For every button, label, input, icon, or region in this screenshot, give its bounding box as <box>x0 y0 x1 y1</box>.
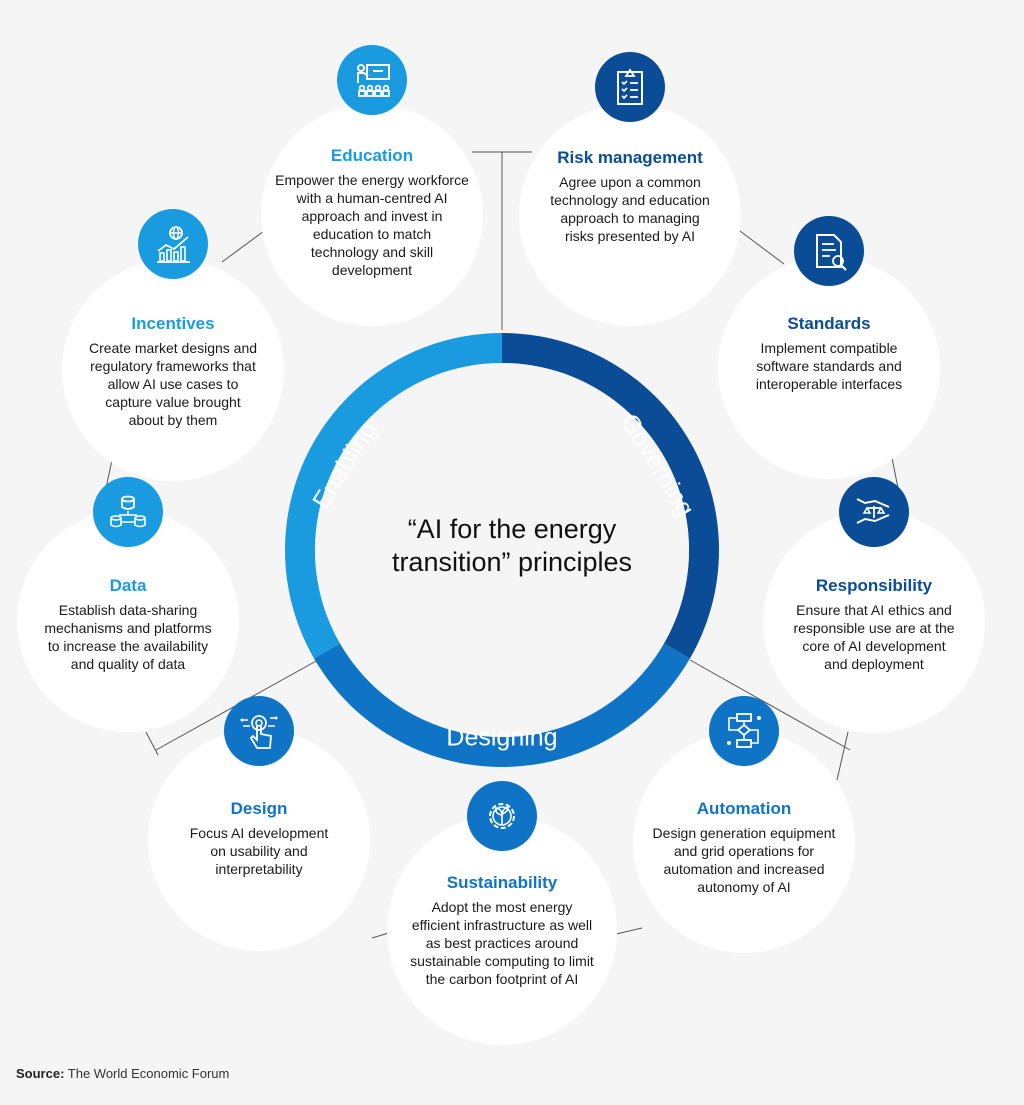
gear-leaf-icon <box>467 781 537 851</box>
card-description-line: responsible use are at the <box>793 620 955 636</box>
card-description-line: approach to managing <box>560 210 700 226</box>
card-description-education: Empower the energy workforce with a human… <box>271 171 473 279</box>
card-description-line: the carbon footprint of AI <box>425 971 579 987</box>
card-description-line: Adopt the most energy <box>431 899 573 915</box>
teacher-board-icon <box>337 45 407 115</box>
card-description-responsibility: Ensure that AI ethics and responsible use… <box>773 601 975 673</box>
card-title-automation: Automation <box>696 799 792 818</box>
connector-line <box>836 731 849 781</box>
card-description-line: as best practices around <box>425 935 579 951</box>
card-description-line: to increase the availability <box>47 638 209 654</box>
ring-label-designing: Designing <box>446 724 557 752</box>
card-description-line: Ensure that AI ethics and <box>796 602 952 618</box>
card-description-data: Establish data-sharing mechanisms and pla… <box>27 601 229 673</box>
card-description-line: and deployment <box>824 656 924 672</box>
source-text: The World Economic Forum <box>64 1066 230 1081</box>
card-description-automation: Design generation equipment and grid oper… <box>643 824 845 896</box>
connector-line <box>611 927 643 936</box>
ring-segment-enabling <box>285 333 502 659</box>
card-description-risk: Agree upon a common technology and educat… <box>529 173 731 245</box>
touch-circuit-icon <box>224 696 294 766</box>
card-title-education: Education <box>330 146 414 165</box>
card-description-line: Create market designs and <box>88 340 258 356</box>
card-description-line: technology and education <box>550 192 710 208</box>
globe-chart-icon <box>138 209 208 279</box>
card-description-line: Establish data-sharing <box>58 602 198 618</box>
card-description-line: efficient infrastructure as well <box>411 917 593 933</box>
card-title-standards: Standards <box>787 314 871 333</box>
center-title: “AI for the energy transition” principle… <box>362 513 662 579</box>
card-title-responsibility: Responsibility <box>815 576 933 595</box>
ring-segment-governing <box>502 333 719 659</box>
card-title-incentives: Incentives <box>131 314 215 333</box>
connector-line <box>891 457 899 489</box>
card-title-sustainability: Sustainability <box>446 873 558 892</box>
center-title-line-1: “AI for the energy <box>407 514 617 544</box>
card-title-design: Design <box>230 799 288 818</box>
connector-line <box>221 227 269 263</box>
card-description-line: allow AI use cases to <box>107 376 239 392</box>
card-description-standards: Implement compatible software standards a… <box>728 339 930 393</box>
card-description-line: Empower the energy workforce <box>275 172 469 188</box>
connector-line <box>735 227 785 265</box>
card-description-line: development <box>331 262 413 278</box>
center-title-line-2: transition” principles <box>391 547 633 577</box>
card-description-line: Design generation equipment <box>652 825 836 841</box>
card-description-line: automation and increased <box>663 861 825 877</box>
document-check-icon <box>794 216 864 286</box>
source-note: Source: The World Economic Forum <box>16 1066 229 1081</box>
ring-inner-circle <box>315 363 689 737</box>
card-description-incentives: Create market designs and regulatory fram… <box>72 339 274 429</box>
card-description-line: interoperable interfaces <box>755 376 903 392</box>
connector-line <box>689 659 851 751</box>
card-description-line: Focus AI development <box>189 825 329 841</box>
card-description-line: education to match <box>312 226 432 242</box>
card-description-design: Focus AI development on usability and inte… <box>158 824 360 878</box>
hand-scales-icon <box>839 477 909 547</box>
ring-segment-designing <box>314 643 690 767</box>
card-title-data: Data <box>109 576 147 595</box>
card-description-line: regulatory frameworks that <box>90 358 256 374</box>
card-description-line: autonomy of AI <box>697 879 791 895</box>
card-description-sustainability: Adopt the most energy efficient infrastru… <box>397 898 607 988</box>
card-description-line: about by them <box>128 412 218 428</box>
card-description-line: technology and skill <box>310 244 434 260</box>
flowchart-icon <box>709 696 779 766</box>
card-description-line: with a human-centred AI <box>296 190 448 206</box>
card-description-line: core of AI development <box>802 638 946 654</box>
card-description-line: and grid operations for <box>673 843 815 859</box>
card-description-line: mechanisms and platforms <box>44 620 212 636</box>
source-label: Source: <box>16 1066 65 1081</box>
card-description-line: sustainable computing to limit <box>410 953 594 969</box>
card-description-line: on usability and <box>210 843 308 859</box>
card-description-line: risks presented by AI <box>565 228 695 244</box>
database-network-icon <box>93 477 163 547</box>
checklist-warning-icon <box>595 52 665 122</box>
card-description-line: Implement compatible <box>760 340 898 356</box>
card-title-risk: Risk management <box>557 148 703 167</box>
card-description-line: approach and invest in <box>301 208 443 224</box>
card-description-line: interpretability <box>215 861 303 877</box>
card-description-line: capture value brought <box>105 394 241 410</box>
connector-line <box>145 731 159 756</box>
card-description-line: software standards and <box>756 358 902 374</box>
card-description-line: Agree upon a common <box>559 174 701 190</box>
card-description-line: and quality of data <box>70 656 186 672</box>
